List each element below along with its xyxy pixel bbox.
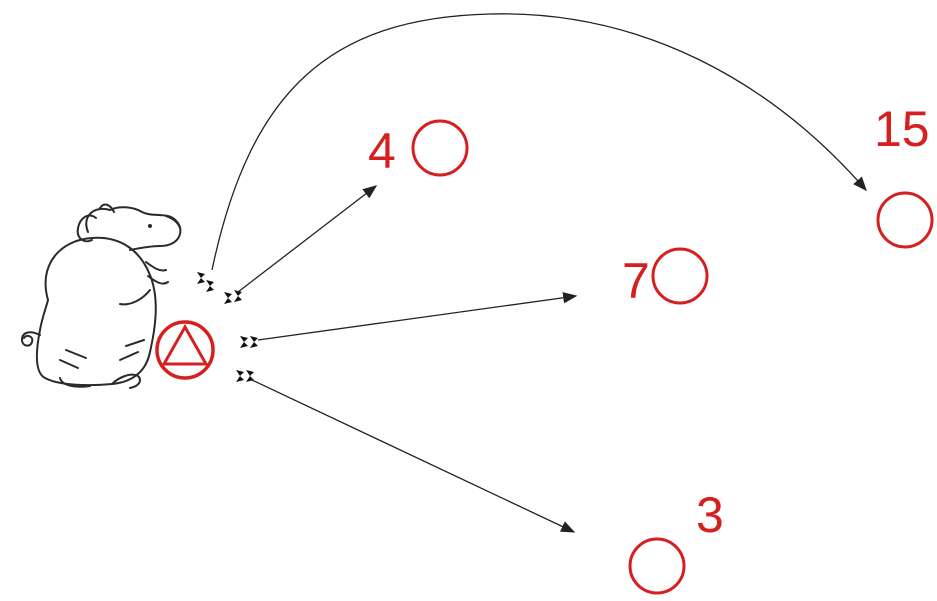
target-circle xyxy=(628,537,686,595)
target-circle xyxy=(876,191,934,249)
target-circle xyxy=(651,247,709,305)
motion-mark xyxy=(234,290,242,302)
target-label: 15 xyxy=(874,101,930,157)
edge-to-7 xyxy=(257,292,578,341)
target-3: 3 xyxy=(628,487,724,595)
edge-to-15 xyxy=(211,13,867,271)
target-4: 4 xyxy=(368,119,469,179)
origin-node xyxy=(155,320,215,380)
edge-to-4 xyxy=(237,185,378,293)
origin-circle xyxy=(155,320,215,380)
motion-mark xyxy=(206,280,214,292)
target-15: 15 xyxy=(874,101,934,249)
edge-to-3 xyxy=(251,379,576,533)
motion-mark xyxy=(197,272,205,284)
motion-mark xyxy=(240,336,248,348)
target-label: 3 xyxy=(696,487,724,543)
motion-mark xyxy=(246,370,254,382)
target-label: 4 xyxy=(368,123,396,179)
motion-mark xyxy=(236,370,244,382)
motion-mark xyxy=(250,336,258,348)
motion-marks xyxy=(197,272,258,382)
motion-mark xyxy=(224,292,232,304)
triangle-in-circle-icon xyxy=(161,323,209,366)
edges xyxy=(211,13,867,533)
target-7: 7 xyxy=(622,247,709,309)
target-circle xyxy=(411,119,469,177)
target-label: 7 xyxy=(622,253,650,309)
pig-icon xyxy=(21,203,182,389)
